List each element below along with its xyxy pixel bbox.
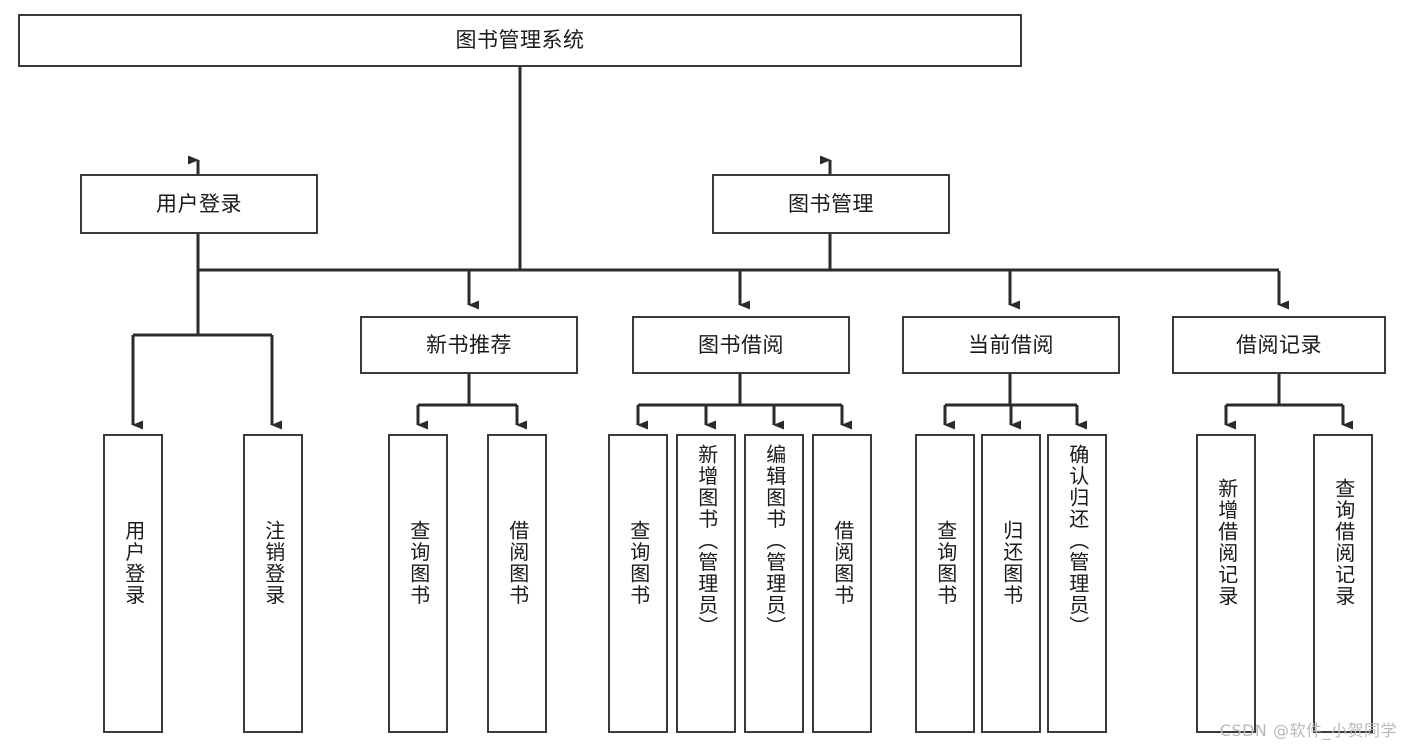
node-leaf-query-book-3[interactable]: 查询图书 bbox=[915, 434, 975, 733]
node-leaf-query-book-1[interactable]: 查询图书 bbox=[388, 434, 448, 733]
node-leaf-add-record[interactable]: 新增借阅记录 bbox=[1196, 434, 1256, 733]
node-leaf-query-book-2-label: 查询图书 bbox=[626, 520, 651, 606]
node-book-borrow-label: 图书借阅 bbox=[698, 332, 784, 357]
node-leaf-user-login[interactable]: 用户登录 bbox=[103, 434, 163, 733]
node-borrow-record-label: 借阅记录 bbox=[1236, 332, 1322, 357]
node-current-borrow-label: 当前借阅 bbox=[968, 332, 1054, 357]
node-leaf-borrow-book-2[interactable]: 借阅图书 bbox=[812, 434, 872, 733]
node-book-manage-label: 图书管理 bbox=[788, 191, 874, 216]
node-leaf-confirm-return[interactable]: 确认归还（管理员） bbox=[1047, 434, 1107, 733]
node-book-borrow[interactable]: 图书借阅 bbox=[632, 316, 850, 374]
node-root[interactable]: 图书管理系统 bbox=[18, 14, 1022, 67]
node-leaf-add-record-label: 新增借阅记录 bbox=[1214, 478, 1239, 607]
node-leaf-logout[interactable]: 注销登录 bbox=[243, 434, 303, 733]
node-borrow-record[interactable]: 借阅记录 bbox=[1172, 316, 1386, 374]
node-leaf-query-book-3-label: 查询图书 bbox=[933, 520, 958, 606]
node-new-book-rec[interactable]: 新书推荐 bbox=[360, 316, 578, 374]
node-book-manage[interactable]: 图书管理 bbox=[712, 174, 950, 234]
node-root-label: 图书管理系统 bbox=[455, 28, 585, 53]
node-leaf-return-book[interactable]: 归还图书 bbox=[981, 434, 1041, 733]
node-new-book-rec-label: 新书推荐 bbox=[426, 332, 512, 357]
node-leaf-query-book-2[interactable]: 查询图书 bbox=[608, 434, 668, 733]
node-leaf-logout-label: 注销登录 bbox=[261, 520, 286, 606]
node-leaf-add-book[interactable]: 新增图书（管理员） bbox=[676, 434, 736, 733]
node-leaf-query-record-label: 查询借阅记录 bbox=[1331, 478, 1356, 607]
node-leaf-borrow-book-1-label: 借阅图书 bbox=[505, 520, 530, 606]
node-leaf-query-record[interactable]: 查询借阅记录 bbox=[1313, 434, 1373, 733]
node-leaf-borrow-book-1[interactable]: 借阅图书 bbox=[487, 434, 547, 733]
node-user-login[interactable]: 用户登录 bbox=[80, 174, 318, 234]
node-leaf-return-book-label: 归还图书 bbox=[999, 520, 1024, 606]
node-leaf-query-book-1-label: 查询图书 bbox=[406, 520, 431, 606]
watermark-label: CSDN @软件_小贺同学 bbox=[1219, 721, 1397, 740]
node-leaf-edit-book[interactable]: 编辑图书（管理员） bbox=[744, 434, 804, 733]
node-leaf-borrow-book-2-label: 借阅图书 bbox=[830, 520, 855, 606]
node-leaf-add-book-label: 新增图书（管理员） bbox=[694, 444, 719, 638]
node-leaf-user-login-label: 用户登录 bbox=[121, 520, 146, 606]
node-user-login-label: 用户登录 bbox=[156, 191, 242, 216]
node-leaf-confirm-return-label: 确认归还（管理员） bbox=[1065, 444, 1090, 638]
node-current-borrow[interactable]: 当前借阅 bbox=[902, 316, 1120, 374]
node-leaf-edit-book-label: 编辑图书（管理员） bbox=[762, 444, 787, 638]
